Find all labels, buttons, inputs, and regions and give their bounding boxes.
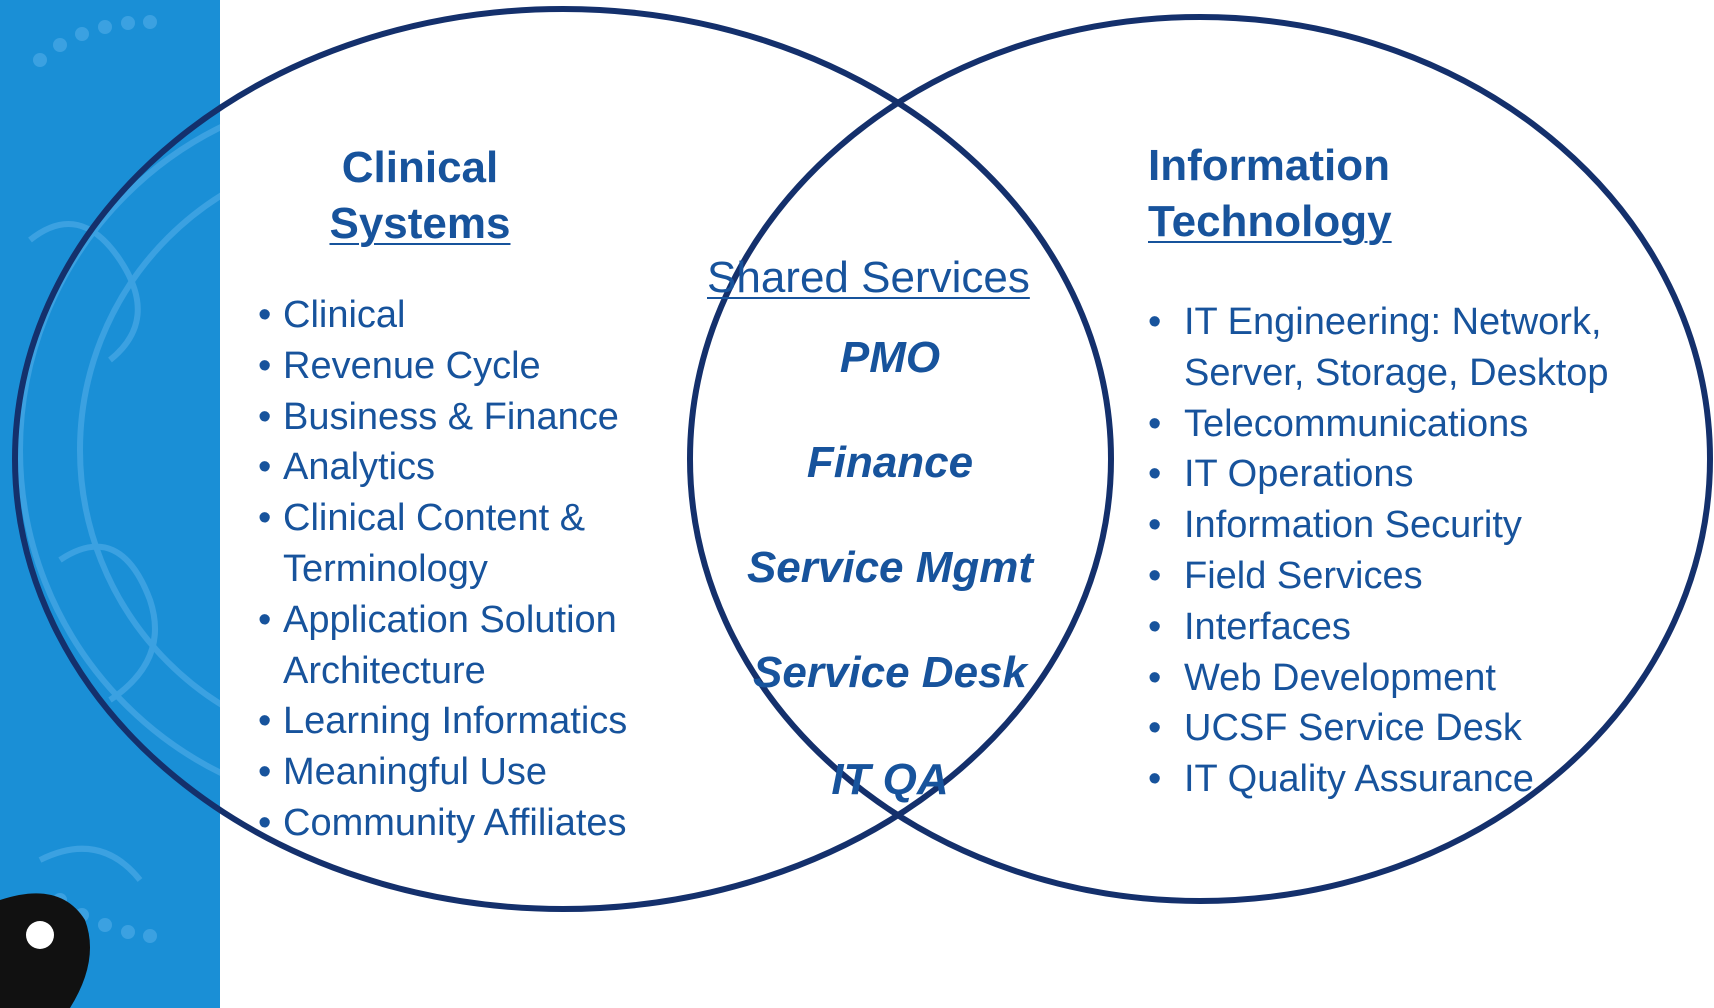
bullet-icon: • (258, 801, 272, 844)
clinical-systems-list-item-text: Clinical (283, 294, 406, 336)
bullet-icon: • (1148, 554, 1162, 597)
information-technology-list-item-text: Field Services (1184, 554, 1423, 597)
clinical-systems-title: Clinical Systems (329, 143, 511, 248)
clinical-systems-list-item: • Learning Informatics (258, 696, 627, 747)
shared-service-item: Finance (806, 438, 974, 487)
information-technology-list-item-text: Interfaces (1184, 605, 1351, 648)
bullet-icon: • (1148, 605, 1162, 648)
bullet-icon: • (258, 446, 272, 489)
clinical-systems-list-item-text: Application Solution (283, 598, 617, 641)
clinical-systems-list-item: • Revenue Cycle (258, 341, 627, 392)
seal-watermark-icon (0, 15, 220, 1008)
clinical-systems-list-item: • Meaningful Use (258, 747, 627, 798)
bullet-icon: • (258, 294, 272, 336)
clinical-systems-list-item: • Analytics (258, 442, 627, 493)
information-technology-title: Information Technology (1148, 141, 1392, 246)
bullet-icon: • (1148, 402, 1162, 445)
information-technology-list: • IT Engineering: Network, Server, Storage… (1148, 297, 1609, 805)
shared-service-item: IT QA (831, 755, 949, 804)
information-technology-list-item: • Telecommunications (1148, 399, 1609, 450)
information-technology-list-item: • IT Quality Assurance (1148, 754, 1609, 805)
clinical-systems-list-item: • Clinical Content & Terminology (258, 493, 627, 595)
clinical-systems-list-item: • Clinical (258, 290, 627, 341)
bullet-icon: • (258, 344, 272, 387)
information-technology-list-item-text: Telecommunications (1184, 402, 1529, 445)
bullet-icon: • (258, 497, 272, 540)
bullet-icon: • (258, 700, 272, 743)
clinical-systems-list-item-text: Business & Finance (283, 395, 619, 438)
sidebar-seal-background (0, 0, 220, 1008)
information-technology-list-item: • IT Operations (1148, 449, 1609, 500)
information-technology-list-item-text: Web Development (1184, 656, 1496, 699)
shared-service-item: Service Mgmt (746, 543, 1034, 592)
information-technology-list-item: • IT Engineering: Network, Server, Storage… (1148, 297, 1609, 399)
clinical-systems-list-item: • Business & Finance (258, 392, 627, 443)
clinical-systems-list-item-text: Terminology (283, 547, 488, 590)
information-technology-list-item-text: IT Engineering: Network, (1184, 301, 1602, 343)
bullet-icon: • (1148, 453, 1162, 496)
clinical-systems-list-item-text: Clinical Content & (283, 497, 586, 540)
information-technology-list-item: • Information Security (1148, 500, 1609, 551)
shared-service-item: Service Desk (753, 648, 1027, 697)
left-circle-outline (12, 6, 1114, 912)
information-technology-list-item-text: Information Security (1184, 504, 1522, 547)
clinical-systems-list-item-text: Revenue Cycle (283, 344, 541, 387)
bullet-icon: • (258, 598, 272, 641)
clinical-systems-list-item-text: Architecture (283, 649, 486, 692)
information-technology-list-item-text: IT Operations (1184, 453, 1414, 496)
clinical-systems-list-item: • Community Affiliates (258, 798, 627, 849)
information-technology-list-item: • Web Development (1148, 653, 1609, 704)
clinical-systems-list-item-text: Learning Informatics (283, 700, 628, 743)
clinical-systems-list-item-text: Meaningful Use (283, 751, 548, 794)
shared-service-item: PMO (839, 333, 941, 382)
information-technology-list-item-text: Server, Storage, Desktop (1184, 351, 1609, 394)
clinical-systems-list: • Clinical • Revenue Cycle • Business & Finan… (258, 290, 627, 849)
shared-services-title: Shared Services (707, 253, 1030, 302)
bullet-icon: • (1148, 301, 1162, 343)
information-technology-list-item-text: UCSF Service Desk (1184, 707, 1522, 750)
right-circle-outline (687, 14, 1713, 904)
clinical-systems-list-item-text: Analytics (283, 446, 436, 489)
bullet-icon: • (258, 751, 272, 794)
bullet-icon: • (1148, 656, 1162, 699)
clinical-systems-list-item-text: Community Affiliates (283, 801, 627, 844)
bullet-icon: • (1148, 758, 1162, 801)
bullet-icon: • (1148, 707, 1162, 750)
bullet-icon: • (1148, 504, 1162, 547)
information-technology-list-item-text: IT Quality Assurance (1184, 758, 1534, 801)
bullet-icon: • (258, 395, 272, 438)
information-technology-list-item: • Interfaces (1148, 602, 1609, 653)
information-technology-list-item: • Field Services (1148, 551, 1609, 602)
information-technology-list-item: • UCSF Service Desk (1148, 703, 1609, 754)
